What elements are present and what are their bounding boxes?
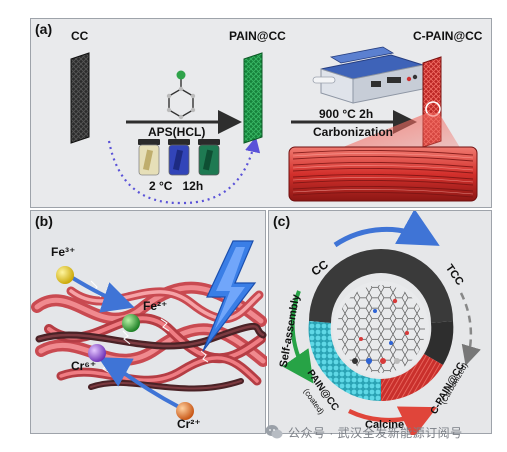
panel-b-letter: (b) [35,213,53,229]
ring-segment-carbonized [381,354,443,401]
panel-a-artwork [70,46,478,205]
reaction-vials [138,139,220,176]
panel-a-synthesis: (a) [30,18,492,208]
fe3-ion-sphere [56,266,74,284]
panel-c-cycle: (c) [268,210,492,435]
self-assembly-arrow [282,290,314,384]
carbon-cloth-swatch [70,52,90,144]
fiber-bundle-zoom [288,146,478,202]
lightning-bolt-icon [202,240,257,352]
vial-green [198,139,220,176]
ring-segment-coated [308,321,381,402]
panel-c-letter: (c) [273,213,291,229]
calcine-label: Calcine [365,419,405,431]
fe2-ion-label: Fe²⁺ [143,299,168,313]
vial-beige [138,139,160,176]
vial-blue [168,139,190,176]
aniline-molecule-icon [166,70,196,120]
fe3-ion-label: Fe³⁺ [51,245,76,259]
carbonization-temperature-label: 900 °C 2h [319,107,374,121]
cr2-ion-sphere [176,402,194,420]
wechat-watermark: 公众号 · 武汉全发新能源订阅号 [265,419,505,445]
watermark-text: 公众号 · 武汉全发新能源订阅号 [288,425,463,440]
cr-reduction-arrow [98,357,180,409]
pain-cc-label: PAIN@CC [229,29,286,43]
calcine-arrow [348,406,438,435]
wechat-logo-icon [265,425,283,439]
temperature-time-label: 2 °C 12h [149,179,204,193]
tcc-to-cpain-arrow [459,292,481,366]
fe2-ion-sphere [122,314,140,332]
cc-label: CC [71,29,89,43]
cr2-ion-label: Cr²⁺ [177,417,201,431]
pain-cloth-swatch [243,52,263,144]
panel-b-mechanism: (b) [30,210,267,434]
cr6-ion-label: Cr⁶⁺ [71,359,97,373]
c-pain-cc-label: C-PAIN@CC [413,29,483,43]
aps-hcl-label: APS(HCL) [148,125,206,139]
cycle-ring [308,249,454,402]
cc-to-tcc-arrow [333,211,440,248]
tube-furnace-icon [312,46,424,104]
fe-reduction-arrow [69,275,135,313]
panel-a-letter: (a) [35,21,53,37]
carbonization-label: Carbonization [313,125,393,139]
panel-b-artwork [31,240,267,420]
ring-segment-cc [309,249,453,323]
ring-segment-tcc [424,321,454,365]
element-legend [352,358,400,364]
panel-c-artwork [282,211,481,435]
cr6-ion-sphere [88,344,106,362]
